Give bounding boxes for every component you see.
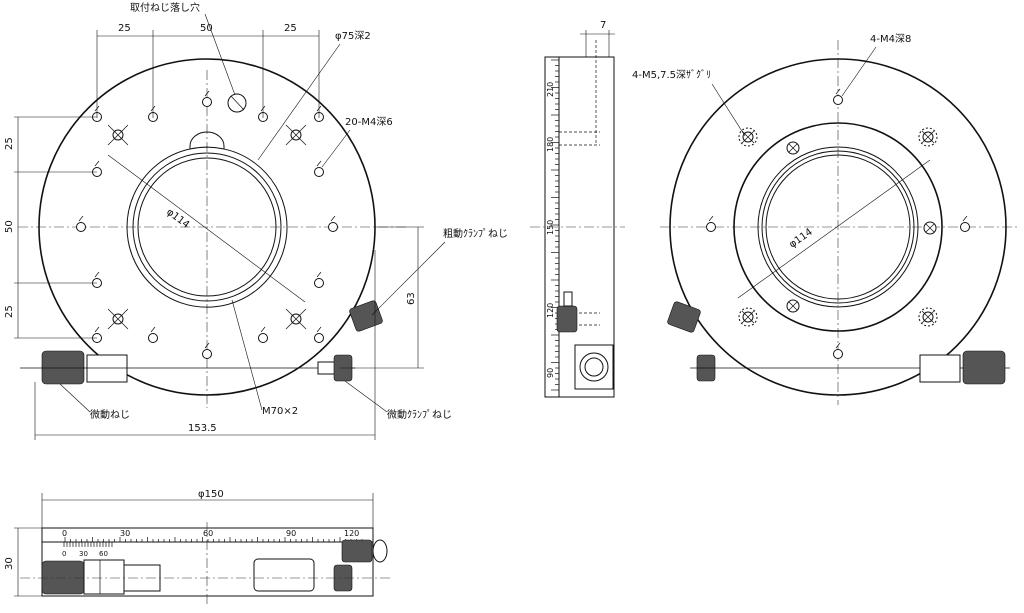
bottom-scale-30: 30 [120, 529, 130, 538]
dim-left-25-bottom: 25 [4, 305, 15, 318]
bottom-coarse-clamp-knob [341, 539, 373, 563]
bottom-scale-120: 120 [344, 529, 359, 538]
bottom-scale-0: 0 [62, 529, 67, 538]
label-coarse-clamp: 粗動ｸﾗﾝﾌﾟねじ [443, 227, 508, 240]
vernier-30: 30 [79, 550, 88, 558]
tapped-hole [76, 222, 86, 232]
side-view: 210 180 150 120 90 7 [530, 20, 625, 398]
bottom-fine-screw-knob [41, 560, 85, 595]
rear-tapped-hole [960, 222, 970, 232]
tapped-hole [328, 222, 338, 232]
label-counterbore: 4-M5,7.5深ｻﾞｸﾞﾘ [632, 69, 711, 81]
label-bore-depth: φ75深2 [335, 30, 371, 42]
tapped-hole [148, 333, 158, 343]
dim-left-50: 50 [4, 220, 15, 233]
label-fine-screw: 微動ねじ [90, 408, 130, 421]
bottom-scale-60: 60 [203, 529, 213, 538]
tapped-hole [314, 333, 324, 343]
tapped-hole [314, 167, 324, 177]
rear-tapped-hole [706, 222, 716, 232]
front-view: φ114 25 50 25 [4, 1, 508, 440]
side-scale-90: 90 [546, 368, 555, 378]
bottom-view: φ150 0 30 60 90 120 0 30 60 30 [4, 489, 390, 604]
tapped-hole [258, 333, 268, 343]
rear-fine-screw-knob [962, 350, 1006, 385]
dim-side-7: 7 [600, 20, 606, 31]
side-scale-150: 150 [546, 220, 555, 235]
label-tapped-holes: 20-M4深6 [345, 116, 393, 128]
dim-63: 63 [406, 292, 417, 305]
dim-153-5: 153.5 [188, 423, 217, 434]
side-clamp-knob [556, 305, 578, 333]
tapped-hole [314, 278, 324, 288]
side-scale-210: 210 [546, 82, 555, 97]
dim-bottom-dia: φ150 [198, 489, 224, 500]
dim-top-25-left: 25 [118, 23, 131, 34]
label-thread-spec: M70×2 [262, 406, 298, 417]
side-scale-180: 180 [546, 137, 555, 152]
tapped-hole [202, 97, 212, 107]
left-dimensions: 25 50 25 [4, 116, 97, 339]
dim-top-50: 50 [200, 23, 213, 34]
dim-bottom-30: 30 [4, 557, 15, 570]
dim-top-25-right: 25 [284, 23, 297, 34]
side-scale-120: 120 [546, 303, 555, 318]
bottom-scale-90: 90 [286, 529, 296, 538]
side-fitting [574, 344, 614, 390]
rear-hole-pattern [706, 88, 970, 359]
rear-bore-3 [765, 154, 911, 300]
vernier-60: 60 [99, 550, 108, 558]
bore-outline [126, 131, 288, 308]
tapped-hole [202, 349, 212, 359]
rear-tapped-hole [833, 349, 843, 359]
top-dimensions: 25 50 25 [96, 23, 320, 118]
fine-screw-assembly [20, 350, 355, 385]
bore-ring-1 [132, 152, 282, 302]
rear-bore-1 [757, 146, 919, 308]
label-right-tapped: 4-M4深8 [870, 33, 911, 45]
dim-left-25-top: 25 [4, 137, 15, 150]
pcd-rear-label: φ114 [787, 227, 814, 251]
label-fine-clamp: 微動ｸﾗﾝﾌﾟねじ [387, 408, 452, 421]
rear-view: φ114 4-M4深8 4-M5,7.5深ｻﾞｸﾞﾘ [632, 33, 1020, 405]
width-dimension: 153.5 [34, 250, 376, 440]
bore-ring-2 [137, 157, 277, 297]
rear-clamp-knob [667, 301, 701, 333]
rear-tapped-hole [833, 95, 843, 105]
coarse-clamp-knob [349, 300, 383, 332]
height-dimension: 63 [340, 226, 424, 369]
vernier-0: 0 [62, 550, 66, 558]
rear-bore-2 [761, 150, 915, 304]
rear-outer-disk [669, 58, 1007, 396]
label-mounting-hole: 取付ねじ落し穴 [130, 1, 200, 14]
rear-inner-ring [733, 122, 943, 332]
side-scale-ticks [551, 59, 559, 391]
